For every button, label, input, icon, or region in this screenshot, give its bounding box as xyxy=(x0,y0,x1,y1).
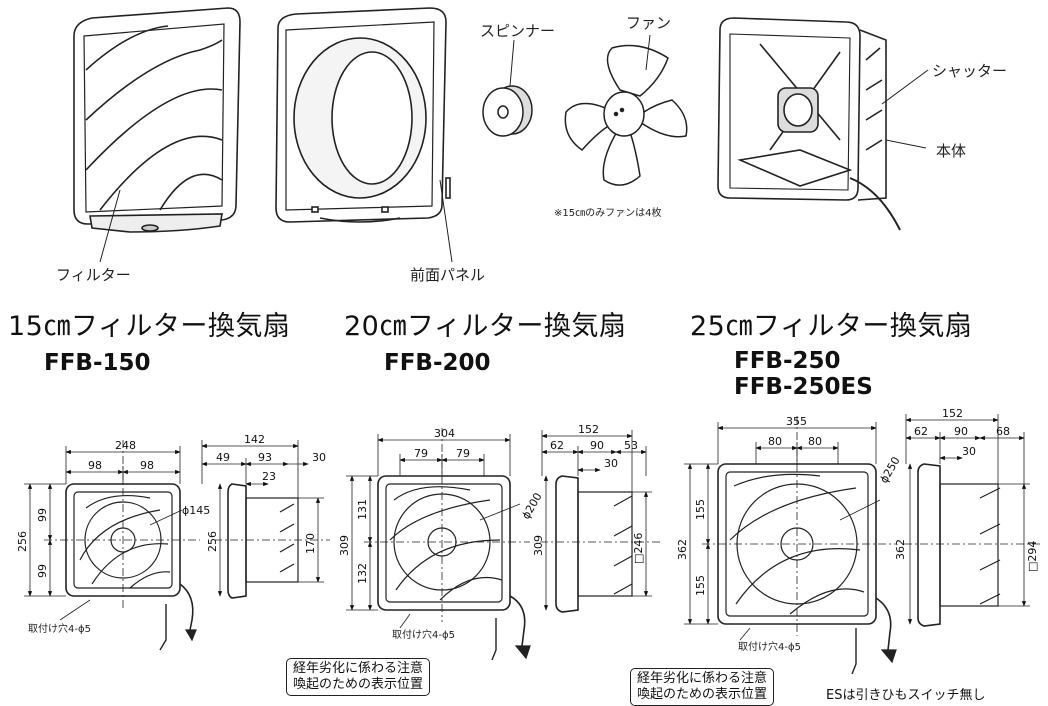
ffb250-warning-line-2: 喚起のための表示位置 xyxy=(637,687,768,702)
es-switch-note: ESは引きひもスイッチ無し xyxy=(826,688,986,703)
filter-leader-line xyxy=(99,189,121,263)
front-panel-label: 前面パネル xyxy=(410,266,485,284)
ffb150-side-height-text: 256 xyxy=(206,531,219,552)
ffb200-title: 20㎝フィルター換気扇 xyxy=(344,311,627,342)
ffb250-half-right-text: 80 xyxy=(808,435,822,448)
ffb200-d3-text: 53 xyxy=(624,439,638,452)
spinner-illustration xyxy=(482,85,533,137)
ffb200-warning-line-2: 喚起のための表示位置 xyxy=(293,677,424,692)
ffb200-width-text: 304 xyxy=(434,427,455,440)
ffb150-model-code: FFB-150 xyxy=(44,350,151,376)
ffb200-d4-text: 30 xyxy=(604,457,618,470)
ffb250-d2-text: 90 xyxy=(954,425,968,438)
ffb200-depth-text: 152 xyxy=(578,423,599,436)
ffb200-half-right-text: 79 xyxy=(456,447,470,460)
spinner-label: スピンナー xyxy=(480,22,555,40)
ffb250-warning-line-1: 経年劣化に係わる注意 xyxy=(637,671,768,686)
ffb200-side-height-text: 309 xyxy=(532,535,545,556)
ffb250-diameter-text: ϕ250 xyxy=(877,455,902,486)
ffb250-side-height-text: 362 xyxy=(894,539,907,560)
ffb200-duct-text: □246 xyxy=(632,533,645,564)
ffb250-d1-text: 62 xyxy=(914,425,928,438)
ffb250-height-text: 362 xyxy=(676,539,689,560)
ffb250-mount-holes-text: 取付け穴4-ϕ5 xyxy=(738,640,801,653)
ffb250-upper-text: 155 xyxy=(694,499,707,520)
ffb150-width-text: 248 xyxy=(115,439,136,452)
ffb250-title: 25㎝フィルター換気扇 xyxy=(690,311,973,342)
ffb250es-model-code: FFB-250ES xyxy=(734,374,873,400)
body-leader-line xyxy=(885,139,927,149)
ffb200-side-dims xyxy=(540,430,662,611)
ffb250-warning-label-box: 経年劣化に係わる注意 喚起のための表示位置 xyxy=(630,668,775,706)
ffb150-d3-text: 30 xyxy=(312,451,326,464)
ffb200-mount-holes-text: 取付け穴4-ϕ5 xyxy=(392,628,455,641)
filter-panel-illustration xyxy=(73,7,241,233)
ffb200-warning-label-box: 経年劣化に係わる注意 喚起のための表示位置 xyxy=(286,658,431,696)
ffb150-front-dims xyxy=(24,440,200,621)
body-illustration xyxy=(717,17,901,231)
ffb150-half-left-text: 98 xyxy=(88,459,102,472)
shutter-label: シャッター xyxy=(932,62,1007,80)
ffb200-model-code: FFB-200 xyxy=(384,350,491,376)
ffb200-d1-text: 62 xyxy=(550,439,564,452)
shutter-leader-line xyxy=(881,69,929,105)
ffb200-side-view xyxy=(555,475,633,613)
ffb250-duct-text: □294 xyxy=(1026,541,1039,572)
fan-illustration xyxy=(564,44,688,186)
ffb150-lower-text: 99 xyxy=(36,564,49,578)
fan-label: ファン xyxy=(626,14,671,32)
fan-count-note: ※15㎝のみファンは4枚 xyxy=(554,206,661,219)
ffb150-d1-text: 49 xyxy=(216,451,230,464)
ffb200-height-text: 309 xyxy=(338,535,351,556)
fan-leader-line xyxy=(645,34,651,71)
ffb150-diameter-text: ϕ145 xyxy=(182,504,210,517)
ffb150-height-text: 256 xyxy=(16,531,29,552)
ffb150-side-view xyxy=(227,483,299,599)
front-panel-illustration xyxy=(275,7,451,223)
front-panel-leader-line xyxy=(439,179,453,263)
ffb250-side-dims xyxy=(904,414,1040,625)
ffb250-side-view xyxy=(917,463,1001,627)
ffb250-half-left-text: 80 xyxy=(768,435,782,448)
ffb150-mount-holes-text: 取付け穴4-ϕ5 xyxy=(28,622,91,635)
ffb200-front-dims xyxy=(346,428,530,629)
ffb200-upper-text: 131 xyxy=(356,499,369,520)
ffb150-d2-text: 93 xyxy=(258,451,272,464)
ffb250-lower-text: 155 xyxy=(694,575,707,596)
filter-label: フィルター xyxy=(56,266,131,284)
ffb150-side-dims xyxy=(201,440,330,597)
ffb250-d4-text: 30 xyxy=(962,445,976,458)
body-label: 本体 xyxy=(936,142,966,160)
ffb200-diameter-text: ϕ200 xyxy=(519,491,544,522)
ffb200-lower-text: 132 xyxy=(356,563,369,584)
ffb150-depth-text: 142 xyxy=(244,433,265,446)
ffb250-d3-text: 68 xyxy=(996,425,1010,438)
ffb150-half-right-text: 98 xyxy=(140,459,154,472)
ffb200-d2-text: 90 xyxy=(590,439,604,452)
ffb150-upper-text: 99 xyxy=(36,508,49,522)
ffb250-depth-text: 152 xyxy=(942,407,963,420)
ffb150-title: 15㎝フィルター換気扇 xyxy=(8,311,291,342)
ffb200-warning-line-1: 経年劣化に係わる注意 xyxy=(293,661,424,676)
ffb250-model-code: FFB-250 xyxy=(734,348,841,374)
ffb150-d4-text: 23 xyxy=(262,470,276,483)
ffb150-duct-text: 170 xyxy=(304,533,317,554)
ffb250-width-text: 355 xyxy=(786,415,807,428)
ffb200-half-left-text: 79 xyxy=(414,447,428,460)
ffb250-front-dims xyxy=(684,416,896,641)
spinner-leader-line xyxy=(509,39,515,87)
